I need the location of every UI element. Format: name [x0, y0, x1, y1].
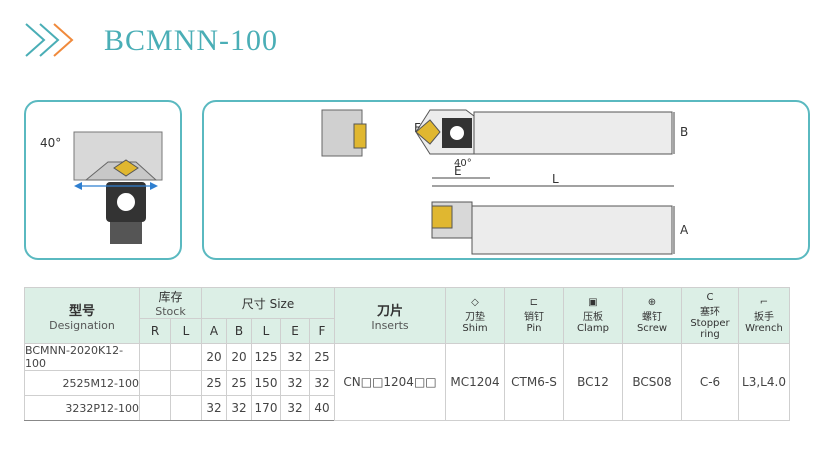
insert-detail-drawing: 40° — [40, 131, 163, 244]
table-row: 3232P12-100 32 32 170 32 40 — [24, 395, 790, 421]
shim-icon: ◇ — [471, 297, 479, 308]
insert-detail-panel: 40° — [24, 100, 182, 260]
header-pin: ⊏ 销钉 Pin — [504, 287, 564, 344]
tool-dimension-drawing: F B 40° E L A — [321, 109, 689, 255]
clamp-cell: BC12 — [563, 343, 623, 421]
stopper-cell: C-6 — [681, 343, 739, 421]
screw-icon: ⊕ — [647, 297, 657, 308]
header-stopper: C 塞环 Stopper ring — [681, 287, 739, 344]
dim-L-label: L — [552, 172, 559, 186]
dim-F-label: F — [414, 121, 421, 135]
clamp-icon: ▣ — [588, 297, 598, 308]
page-header: BCMNN-100 — [22, 14, 422, 70]
dim-E-label: E — [454, 164, 462, 178]
spec-table: 型号 Designation 库存 Stock 尺寸 Size 刀片 Inser… — [24, 287, 790, 421]
angle-small-label: 40° — [454, 158, 472, 169]
insert-cell: CN□□1204□□ — [334, 343, 446, 421]
double-chevron-icon — [25, 23, 74, 57]
angle-label: 40° — [40, 136, 61, 150]
wrench-icon: ⌐ — [759, 297, 769, 308]
stopper-ring-icon: C — [706, 291, 714, 303]
header-designation: 型号 Designation — [24, 287, 140, 344]
header-inserts: 刀片 Inserts — [334, 287, 446, 344]
header-clamp: ▣ 压板 Clamp — [563, 287, 623, 344]
screw-cell: BCS08 — [622, 343, 682, 421]
tool-dimension-panel: F B 40° E L A — [202, 100, 810, 260]
table-row: 2525M12-100 25 25 150 32 32 — [24, 370, 790, 396]
wrench-cell: L3,L4.0 — [738, 343, 790, 421]
table-row: BCMNN-2020K12-100 20 20 125 32 25 CN□□12… — [24, 343, 790, 421]
header-size: 尺寸 Size — [201, 287, 335, 319]
dim-B-label: B — [680, 125, 688, 139]
header-wrench: ⌐ 扳手 Wrench — [738, 287, 790, 344]
pin-icon: ⊏ — [529, 297, 539, 308]
dim-A-label: A — [680, 223, 689, 237]
pin-cell: CTM6-S — [504, 343, 564, 421]
page-title: BCMNN-100 — [104, 24, 279, 57]
header-screw: ⊕ 螺钉 Screw — [622, 287, 682, 344]
header-shim: ◇ 刀垫 Shim — [445, 287, 505, 344]
header-stock: 库存 Stock — [139, 287, 202, 319]
shim-cell: MC1204 — [445, 343, 505, 421]
